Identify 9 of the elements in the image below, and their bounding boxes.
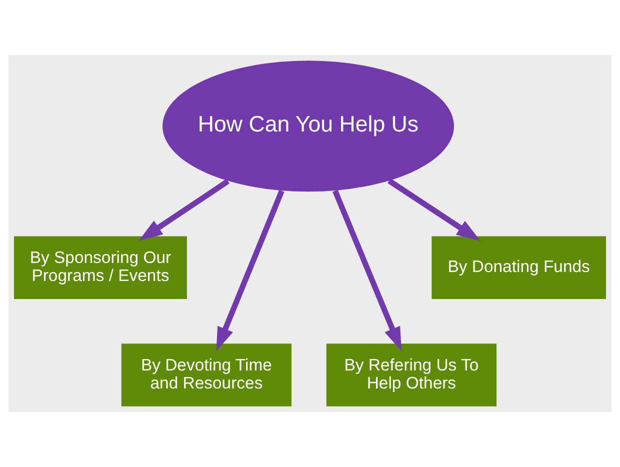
node-ellipse: How Can You Help Us xyxy=(162,60,454,192)
node-box: By Sponsoring Our Programs / Events xyxy=(14,236,187,300)
arrow xyxy=(138,178,230,241)
node-box: By Refering Us To Help Others xyxy=(326,344,497,406)
arrow xyxy=(388,178,480,241)
node-box: By Devoting Time and Resources xyxy=(121,344,292,406)
node-box: By Donating Funds xyxy=(432,236,606,300)
arrow xyxy=(332,190,402,352)
arrow xyxy=(216,190,284,352)
